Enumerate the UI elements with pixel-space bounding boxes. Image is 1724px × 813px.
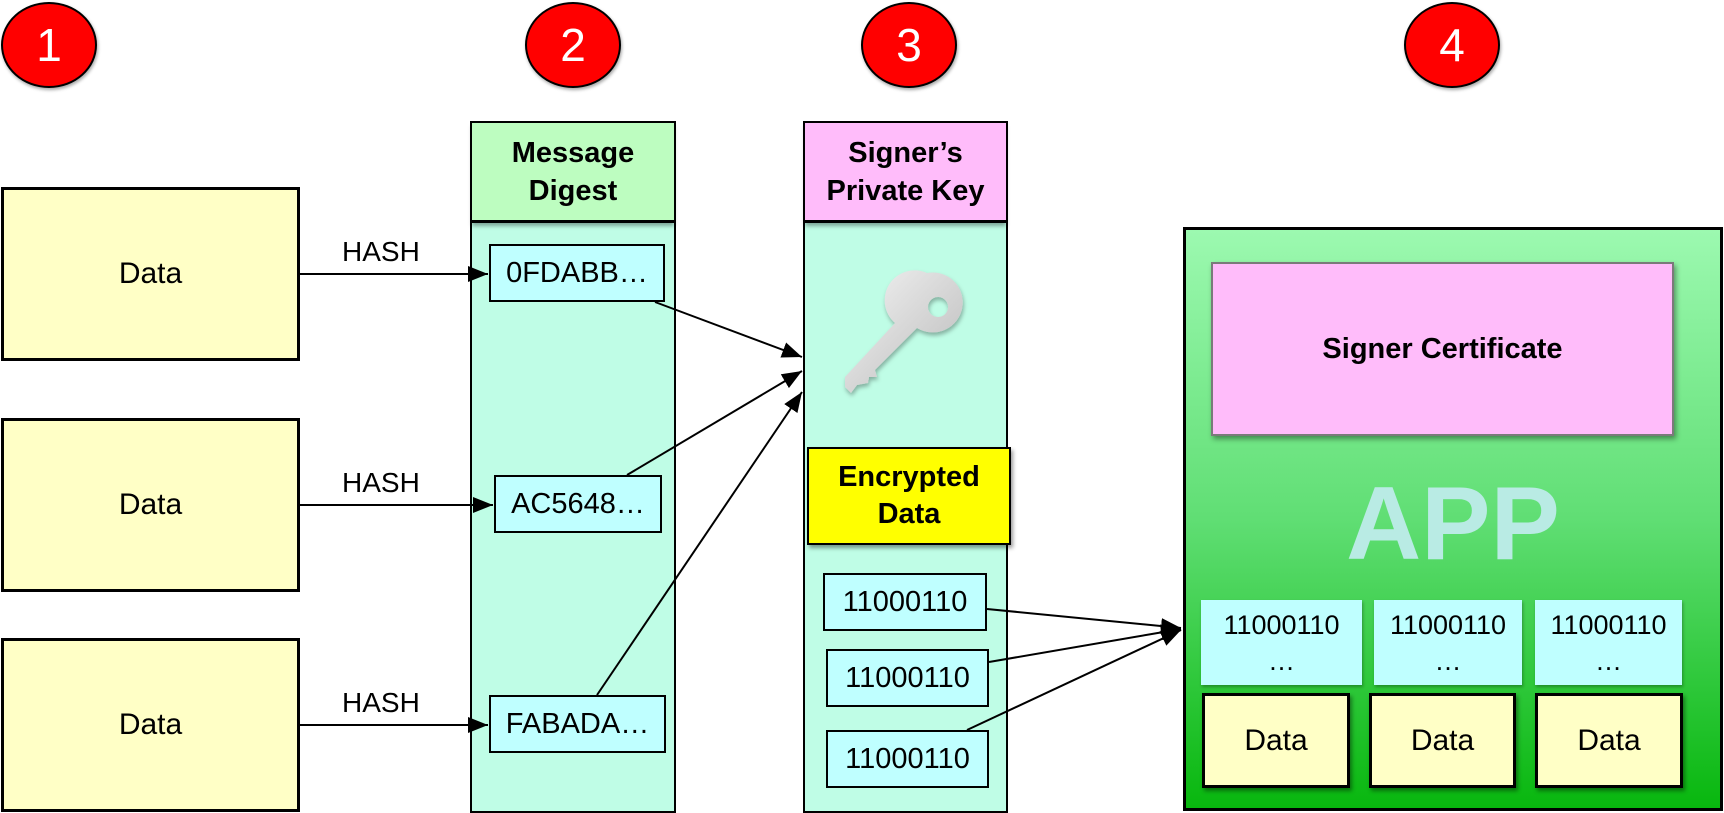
step-badge-1: 1 bbox=[1, 2, 97, 88]
header-line: Signer’s bbox=[848, 136, 963, 169]
app-data-1: Data bbox=[1202, 693, 1350, 788]
digest-value-1: 0FDABB… bbox=[489, 244, 665, 302]
app-signature-3: 11000110 … bbox=[1535, 600, 1682, 685]
encrypted-to-app-arrow-1 bbox=[986, 608, 1182, 635]
app-signature-1: 11000110 … bbox=[1201, 600, 1362, 685]
hash-label-3: HASH bbox=[342, 687, 420, 718]
digest-value-2: AC5648… bbox=[494, 475, 662, 533]
signature-value: 11000110 bbox=[1550, 609, 1667, 640]
header-line: Digest bbox=[528, 174, 618, 207]
encrypted-value-1: 11000110 bbox=[823, 573, 987, 631]
encrypted-to-app-arrow-2 bbox=[988, 624, 1182, 663]
hash-label-1: HASH bbox=[342, 236, 420, 267]
step-badge-3: 3 bbox=[861, 2, 957, 88]
signature-value: 11000110 bbox=[1223, 609, 1340, 640]
input-data-box-1: Data bbox=[1, 187, 300, 361]
step-badge-2: 2 bbox=[525, 2, 621, 88]
digest-value-3: FABADA… bbox=[489, 695, 666, 753]
encrypted-value-2: 11000110 bbox=[826, 649, 989, 707]
digest-to-key-arrow-1 bbox=[654, 301, 803, 358]
app-data-3: Data bbox=[1535, 693, 1683, 788]
encrypted-data-label: Encrypted Data bbox=[807, 447, 1011, 545]
step-number: 2 bbox=[560, 19, 586, 71]
input-data-box-2: Data bbox=[1, 418, 300, 592]
encrypted-line: Encrypted bbox=[838, 461, 980, 493]
header-line: Message bbox=[511, 136, 635, 169]
app-label: APP bbox=[1346, 466, 1560, 582]
signature-ellipsis: … bbox=[1434, 645, 1462, 676]
signer-certificate: Signer Certificate bbox=[1211, 262, 1674, 436]
data-label: Data bbox=[118, 708, 183, 741]
step-number: 1 bbox=[36, 19, 62, 71]
key-icon bbox=[845, 270, 963, 393]
hash-label-2: HASH bbox=[342, 467, 420, 498]
signature-value: 11000110 bbox=[1389, 609, 1507, 640]
encrypted-value-3: 11000110 bbox=[826, 730, 989, 788]
data-label: Data bbox=[118, 488, 183, 521]
app-signature-2: 11000110 … bbox=[1374, 600, 1522, 685]
encrypted-line: Data bbox=[877, 498, 941, 530]
private-key-header: Signer’s Private Key bbox=[805, 123, 1006, 223]
signature-ellipsis: … bbox=[1268, 645, 1295, 676]
header-line: Private Key bbox=[826, 174, 985, 207]
step-number: 3 bbox=[896, 19, 922, 71]
signature-ellipsis: … bbox=[1595, 645, 1622, 676]
step-number: 4 bbox=[1439, 19, 1465, 71]
message-digest-header: Message Digest bbox=[472, 123, 674, 223]
data-label: Data bbox=[118, 257, 183, 290]
step-badge-4: 4 bbox=[1404, 2, 1500, 88]
app-data-2: Data bbox=[1369, 693, 1516, 788]
input-data-box-3: Data bbox=[1, 638, 300, 812]
